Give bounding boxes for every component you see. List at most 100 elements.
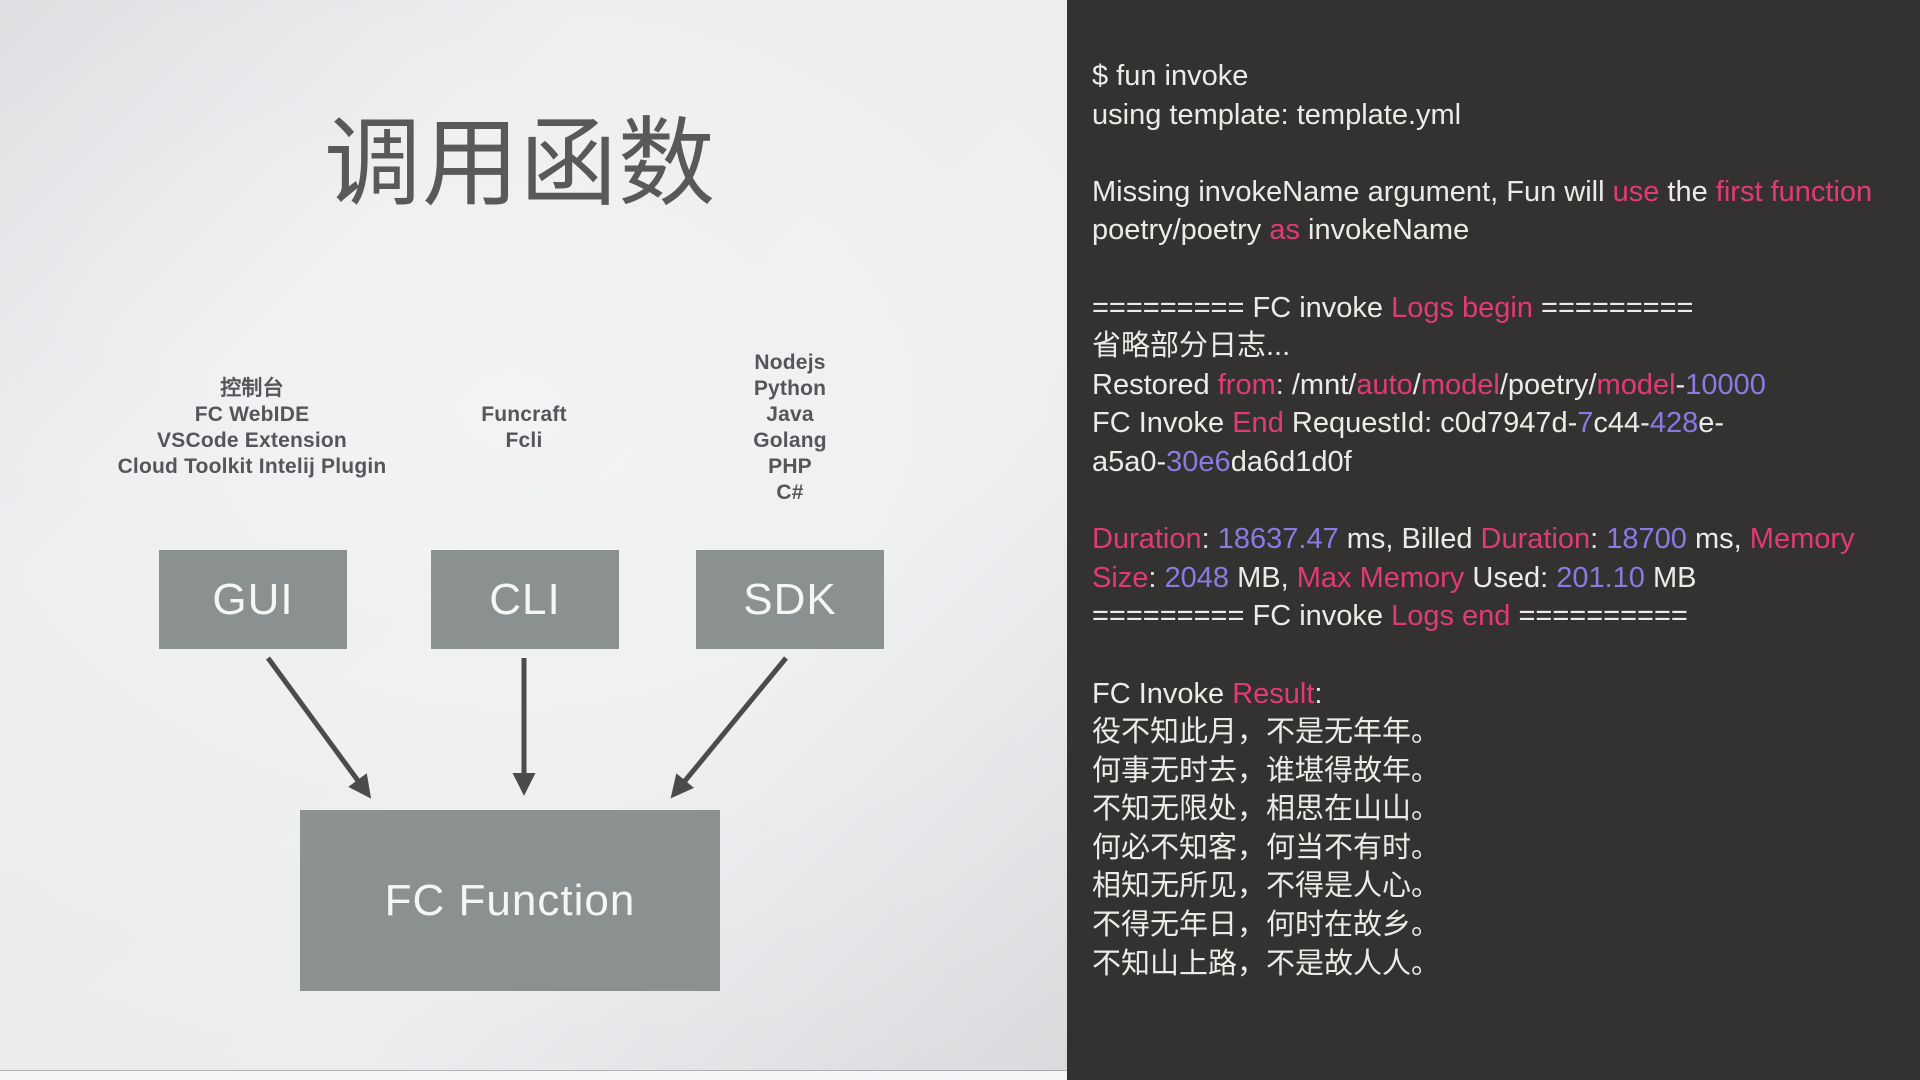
terminal-text-segment: 2048 (1164, 561, 1230, 594)
terminal-line: ========= FC invoke Logs end ========== (1092, 597, 1920, 636)
label-line: 控制台 (220, 377, 284, 400)
terminal-text-segment: 10000 (1685, 368, 1766, 401)
terminal-line: 役不知此月，不是无年年。 (1092, 713, 1920, 752)
terminal-text-segment: 不得无年日，何时在故乡。 (1092, 909, 1441, 942)
terminal-text-segment: e- (1698, 407, 1725, 440)
terminal-text-segment: : (1201, 523, 1218, 556)
terminal-text-segment: 相知无所见，不得是人心。 (1092, 870, 1441, 903)
flow-arrows (265, 656, 788, 799)
cli-box: CLI (431, 550, 619, 649)
terminal-text-segment: Duration (1480, 523, 1591, 556)
terminal-text-segment: Size (1092, 561, 1149, 594)
terminal-text-segment: Logs begin (1391, 291, 1533, 324)
terminal-text-segment: ms, (1686, 523, 1750, 556)
terminal-text-segment: / (1412, 368, 1421, 401)
gui-box: GUI (159, 550, 347, 649)
label-line: Golang (753, 429, 827, 452)
terminal-text-segment: da6d1d0f (1230, 445, 1352, 478)
terminal-text-segment: MB, (1229, 561, 1297, 594)
terminal-text-segment: FC Invoke (1092, 677, 1233, 710)
fc-function-box: FC Function (300, 810, 720, 991)
terminal-line: using template: template.yml (1092, 96, 1920, 135)
label-line: Python (753, 377, 827, 400)
label-line: Fcli (505, 429, 543, 452)
terminal-text-segment: 役不知此月，不是无年年。 (1092, 716, 1441, 749)
slide-title: 调用函数 (324, 109, 716, 218)
terminal-text-segment: model (1596, 368, 1676, 401)
label-line: Cloud Toolkit Intelij Plugin (117, 455, 387, 478)
terminal-text-segment: as (1269, 214, 1300, 247)
terminal-text-segment: : (1314, 677, 1323, 710)
terminal-line: 相知无所见，不得是人心。 (1092, 867, 1920, 906)
terminal-text-segment: - (1675, 368, 1686, 401)
gui-arrow (265, 656, 372, 799)
terminal-text-segment: model (1420, 368, 1500, 401)
terminal-text-segment: : /mnt/ (1275, 368, 1357, 401)
sdk-arrow (670, 656, 788, 799)
terminal-text-segment: /poetry/ (1499, 368, 1597, 401)
label-line: Funcraft (481, 403, 567, 426)
terminal-text-segment: Restored (1092, 368, 1218, 401)
terminal-line: FC Invoke Result: (1092, 675, 1920, 714)
terminal-text-segment: use (1612, 175, 1660, 208)
terminal-text-segment: End (1232, 407, 1284, 440)
terminal-text-segment: ========= FC invoke (1092, 291, 1392, 324)
label-line: PHP (768, 455, 812, 478)
terminal-text-segment: MB (1644, 561, 1697, 594)
terminal-line: poetry/poetry as invokeName (1092, 211, 1920, 250)
terminal-text-segment: ========= FC invoke (1092, 600, 1392, 633)
terminal-text-segment: Used: (1464, 561, 1557, 594)
terminal-text-segment: using template: template.yml (1092, 98, 1462, 131)
terminal-text-segment: 不知无限处，相思在山山。 (1092, 793, 1441, 826)
terminal-text-segment: a5a0- (1092, 445, 1167, 478)
label-line: Java (766, 403, 814, 426)
terminal-line: 何事无时去，谁堪得故年。 (1092, 752, 1920, 791)
terminal-line: 不知山上路，不是故人人。 (1092, 945, 1920, 984)
terminal-text-segment: from (1217, 368, 1276, 401)
terminal-text-segment: FC Invoke (1092, 407, 1233, 440)
terminal-text-segment: poetry/poetry (1092, 214, 1270, 247)
terminal-line: a5a0-30e6da6d1d0f (1092, 443, 1920, 482)
terminal-text-segment: Duration (1092, 523, 1202, 556)
label-line: C# (776, 481, 804, 504)
terminal-text-segment: 何事无时去，谁堪得故年。 (1092, 754, 1441, 787)
terminal-text-segment: 何必不知客，何当不有时。 (1092, 831, 1441, 864)
terminal-text-segment: $ fun invoke (1092, 60, 1249, 92)
terminal-line (1092, 482, 1920, 521)
terminal-output[interactable]: $ fun invoke using template: template.yml… (1067, 0, 1920, 1080)
terminal-text-segment: Logs end (1391, 600, 1511, 633)
terminal-line: Size: 2048 MB, Max Memory Used: 201.10 M… (1092, 559, 1920, 598)
terminal-text-segment: ms, Billed (1338, 523, 1481, 556)
terminal-text-segment: 18637.47 (1217, 523, 1339, 556)
terminal-text-segment: the (1659, 175, 1716, 208)
terminal-text-segment: 省略部分日志... (1092, 330, 1291, 363)
terminal-text-segment: 201.10 (1556, 561, 1645, 594)
terminal-text-segment: Max Memory (1296, 561, 1465, 594)
terminal-line (1092, 636, 1920, 675)
terminal-text-segment: : (1148, 561, 1165, 594)
terminal-text-segment: invokeName (1299, 214, 1470, 247)
terminal-line: Missing invokeName argument, Fun will us… (1092, 173, 1920, 212)
terminal-line: 不得无年日，何时在故乡。 (1092, 906, 1920, 945)
terminal-line: 不知无限处，相思在山山。 (1092, 790, 1920, 829)
terminal-text-segment: Result (1232, 677, 1315, 710)
terminal-line: Duration: 18637.47 ms, Billed Duration: … (1092, 520, 1920, 559)
terminal-line: Restored from: /mnt/auto/model/poetry/mo… (1092, 366, 1920, 405)
terminal-text-segment: auto (1356, 368, 1413, 401)
terminal-line: 何必不知客，何当不有时。 (1092, 829, 1920, 868)
terminal-text-segment: RequestId: c0d7947d- (1283, 407, 1578, 440)
label-line: FC WebIDE (194, 403, 310, 426)
terminal-text-segment: first function (1715, 175, 1873, 208)
terminal-text-segment: ========= (1532, 291, 1694, 324)
terminal-line: $ fun invoke (1092, 57, 1920, 96)
terminal-text-segment: 7 (1577, 407, 1594, 440)
label-line: Nodejs (754, 351, 826, 374)
terminal-text-segment: ========== (1510, 600, 1688, 633)
terminal-line: FC Invoke End RequestId: c0d7947d-7c44-4… (1092, 404, 1920, 443)
terminal-text-segment: : (1590, 523, 1607, 556)
